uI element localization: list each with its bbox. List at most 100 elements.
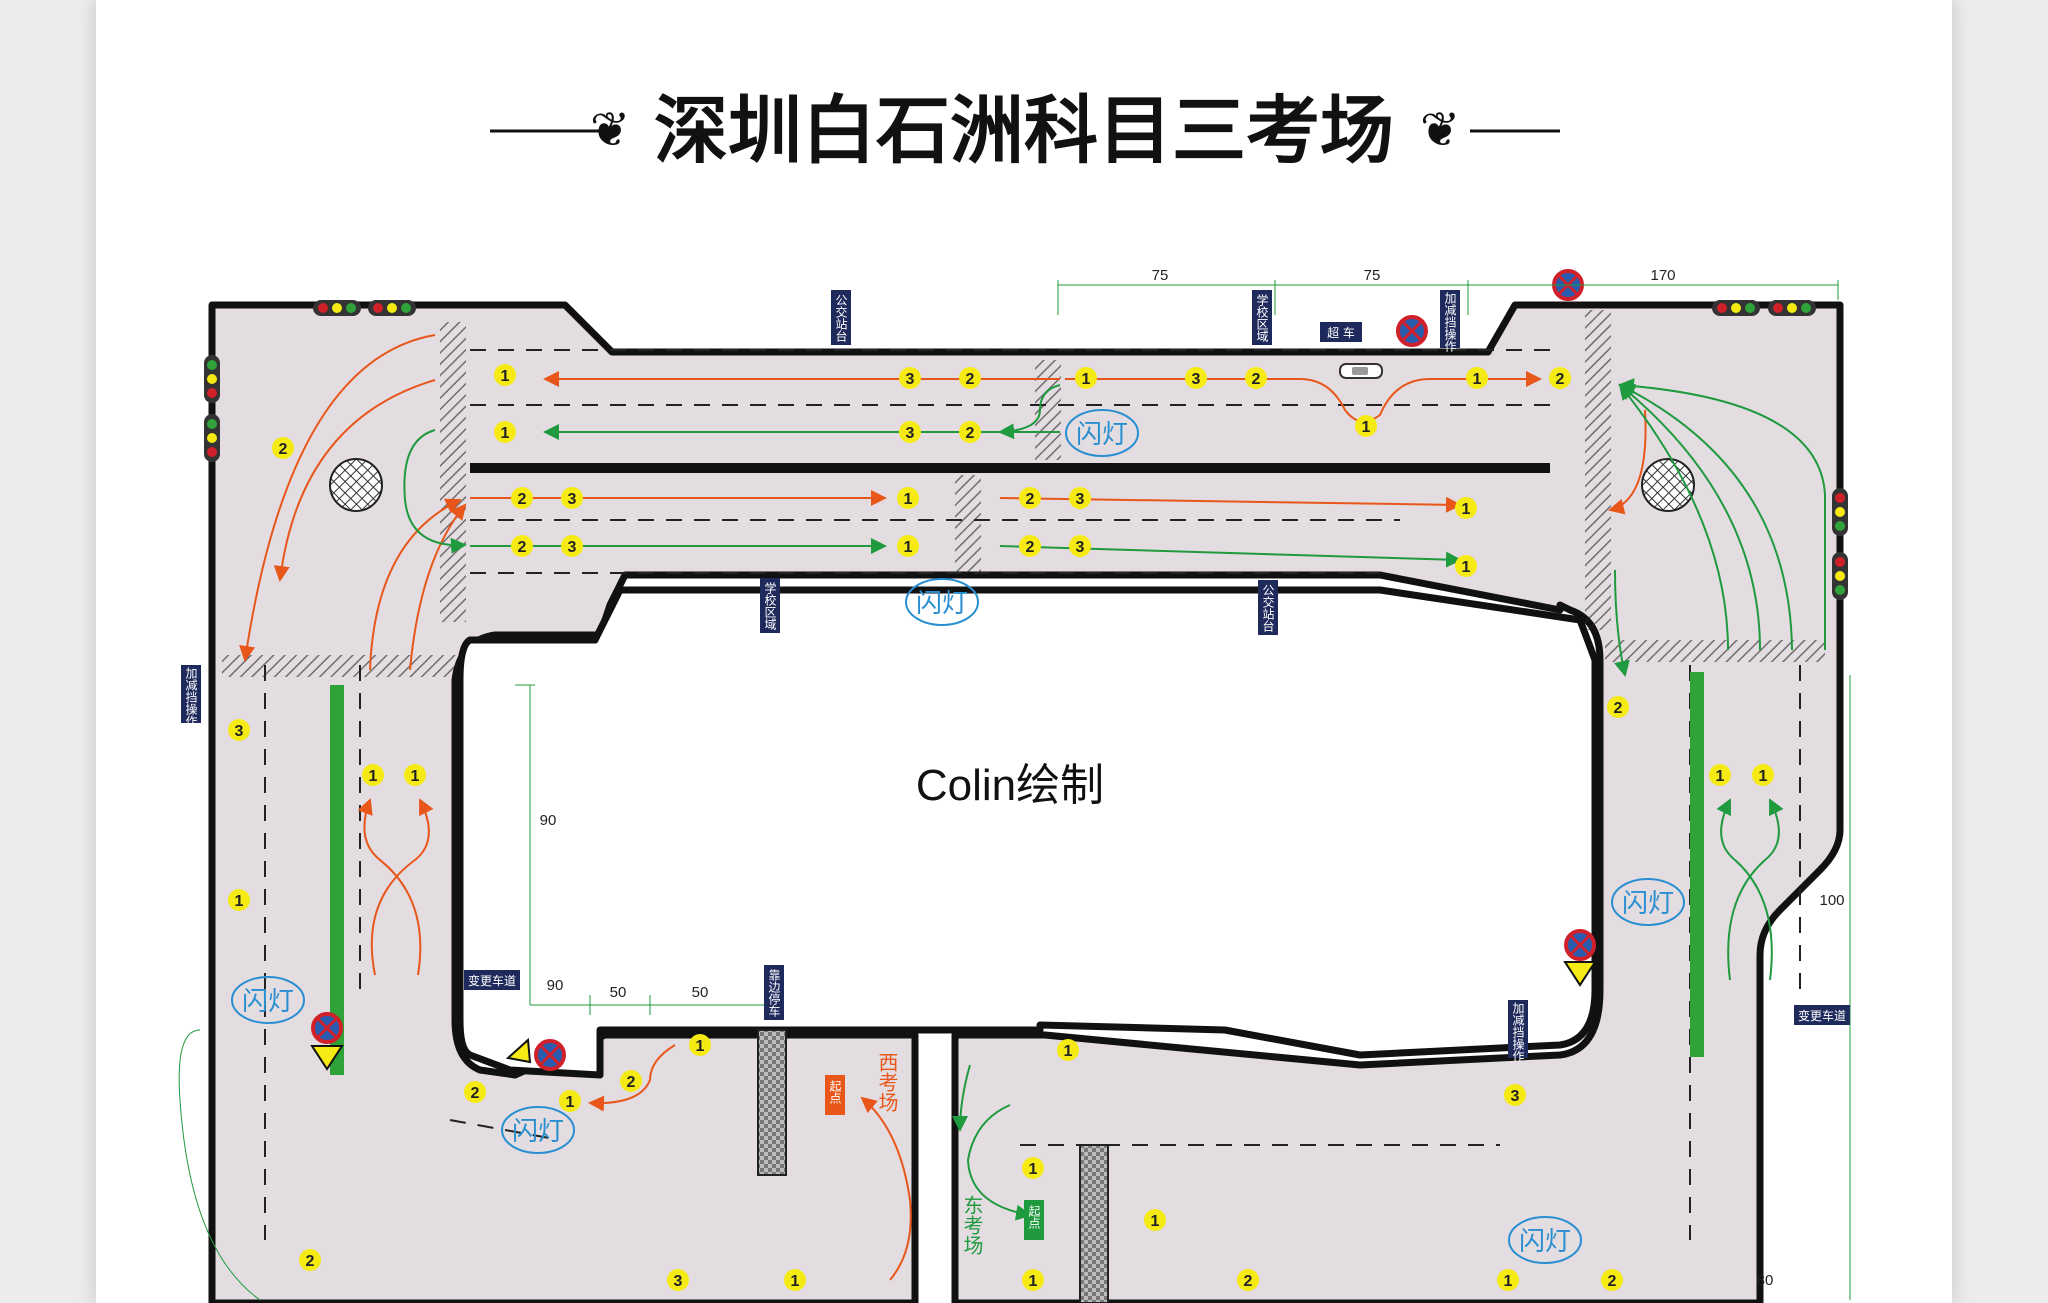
- routes-green: [403, 378, 1826, 1221]
- route-badge: 1: [1752, 764, 1774, 786]
- route-badge: 2: [620, 1070, 642, 1092]
- route-badge: 2: [1549, 367, 1571, 389]
- svg-text:1: 1: [1362, 419, 1371, 436]
- sign-overtake: 超 车: [1327, 325, 1355, 340]
- dim-label: 50: [692, 984, 709, 1001]
- route-badge: 3: [561, 535, 583, 557]
- svg-text:闪灯: 闪灯: [916, 589, 968, 619]
- area-label-west: 西考场: [875, 1052, 899, 1112]
- svg-text:1: 1: [696, 1038, 705, 1055]
- green-strip-east: [1690, 672, 1704, 1057]
- svg-text:1: 1: [1029, 1273, 1038, 1290]
- svg-text:1: 1: [1064, 1043, 1073, 1060]
- route-badge: 3: [1069, 535, 1091, 557]
- svg-text:2: 2: [1026, 491, 1035, 508]
- inner-white: [456, 586, 1599, 1079]
- svg-text:1: 1: [1473, 371, 1482, 388]
- route-badge: 1: [362, 764, 384, 786]
- drain-circle-east: [1641, 458, 1695, 512]
- start-point-east: 起点: [1024, 1200, 1044, 1240]
- route-badge: 1: [1057, 1039, 1079, 1061]
- route-badge: 2: [1019, 487, 1041, 509]
- svg-text:闪灯: 闪灯: [1519, 1227, 1571, 1257]
- route-badge: 3: [1069, 487, 1091, 509]
- svg-text:闪灯: 闪灯: [242, 987, 294, 1017]
- svg-text:2: 2: [306, 1253, 315, 1270]
- svg-text:2: 2: [1244, 1273, 1253, 1290]
- median-north: [470, 463, 1550, 473]
- svg-text:1: 1: [1716, 768, 1725, 785]
- svg-text:3: 3: [568, 491, 577, 508]
- flash-badge: 闪灯: [1508, 1216, 1582, 1264]
- route-badge: 1: [1455, 497, 1477, 519]
- route-badge: 2: [511, 535, 533, 557]
- route-badge: 2: [1601, 1269, 1623, 1291]
- sign-school-zone: 学校区域: [763, 581, 777, 630]
- route-badge: 3: [561, 487, 583, 509]
- title-block: ❦ 深圳白石洲科目三考场 ❦: [490, 88, 1560, 174]
- dim-label: 75: [1364, 267, 1381, 284]
- dim-label: 170: [1650, 267, 1675, 284]
- route-badge: 3: [899, 421, 921, 443]
- svg-text:3: 3: [1511, 1088, 1520, 1105]
- title-ornament-left: ❦: [490, 102, 630, 158]
- flash-badge: 闪灯: [501, 1106, 575, 1154]
- route-badge: 1: [1144, 1209, 1166, 1231]
- svg-text:1: 1: [411, 768, 420, 785]
- sign-pull-over: 靠边停车: [767, 969, 781, 1018]
- svg-text:闪灯: 闪灯: [1622, 889, 1674, 919]
- route-badge: 2: [1237, 1269, 1259, 1291]
- svg-text:1: 1: [904, 539, 913, 556]
- svg-text:3: 3: [906, 371, 915, 388]
- svg-text:2: 2: [1252, 371, 1261, 388]
- route-badge: 3: [1185, 367, 1207, 389]
- dim-label: 50: [610, 984, 627, 1001]
- svg-text:3: 3: [1076, 491, 1085, 508]
- route-badge: 2: [511, 487, 533, 509]
- route-badge: 2: [1607, 696, 1629, 718]
- credit-text: Colin绘制: [916, 761, 1104, 810]
- sign-bus-stop: 公交站台: [834, 294, 848, 342]
- lane-markings: [264, 349, 1801, 1240]
- road-west-loop: [208, 301, 1844, 1303]
- flash-labels: 闪灯 闪灯 闪灯 闪灯 闪灯 闪灯: [231, 409, 1685, 1264]
- flash-badge: 闪灯: [1611, 878, 1685, 926]
- route-badge: 1: [1466, 367, 1488, 389]
- route-badge: 2: [1019, 535, 1041, 557]
- route-badge: 1: [784, 1269, 806, 1291]
- route-number-badges: 1 3 2 1 3 2 1 2 1 1 3 2 2 3 1 2 3 1 2 3 …: [228, 364, 1774, 1291]
- road-network: [208, 301, 1844, 1303]
- route-badge: 3: [228, 719, 250, 741]
- svg-text:起点: 起点: [1027, 1205, 1041, 1229]
- flash-badge: 闪灯: [231, 976, 305, 1024]
- svg-text:1: 1: [501, 368, 510, 385]
- svg-text:2: 2: [518, 539, 527, 556]
- svg-text:2: 2: [1608, 1273, 1617, 1290]
- svg-text:1: 1: [566, 1094, 575, 1111]
- svg-text:2: 2: [279, 441, 288, 458]
- sign-school-zone: 学校区域: [1255, 293, 1269, 342]
- svg-text:3: 3: [1192, 371, 1201, 388]
- route-badge: 1: [1022, 1157, 1044, 1179]
- svg-text:1: 1: [1504, 1273, 1513, 1290]
- route-badge: 1: [228, 889, 250, 911]
- svg-text:1: 1: [235, 893, 244, 910]
- sign-gear-ops: 加减挡操作: [184, 667, 198, 727]
- svg-text:闪灯: 闪灯: [512, 1117, 564, 1147]
- dim-label: 100: [1819, 892, 1844, 909]
- sign-bus-stop: 公交站台: [1261, 584, 1275, 632]
- svg-text:1: 1: [1759, 768, 1768, 785]
- route-badge: 2: [272, 437, 294, 459]
- route-badge: 1: [494, 364, 516, 386]
- crosswalks: [222, 310, 1825, 677]
- svg-text:1: 1: [369, 768, 378, 785]
- dimension-lines: [178, 280, 1851, 1301]
- route-badge: 2: [959, 367, 981, 389]
- dim-label: 90: [540, 812, 557, 829]
- dim-label: 75: [1152, 267, 1169, 284]
- car-icon: [1339, 363, 1383, 379]
- route-badge: 1: [404, 764, 426, 786]
- svg-text:1: 1: [904, 491, 913, 508]
- route-badge: 1: [897, 535, 919, 557]
